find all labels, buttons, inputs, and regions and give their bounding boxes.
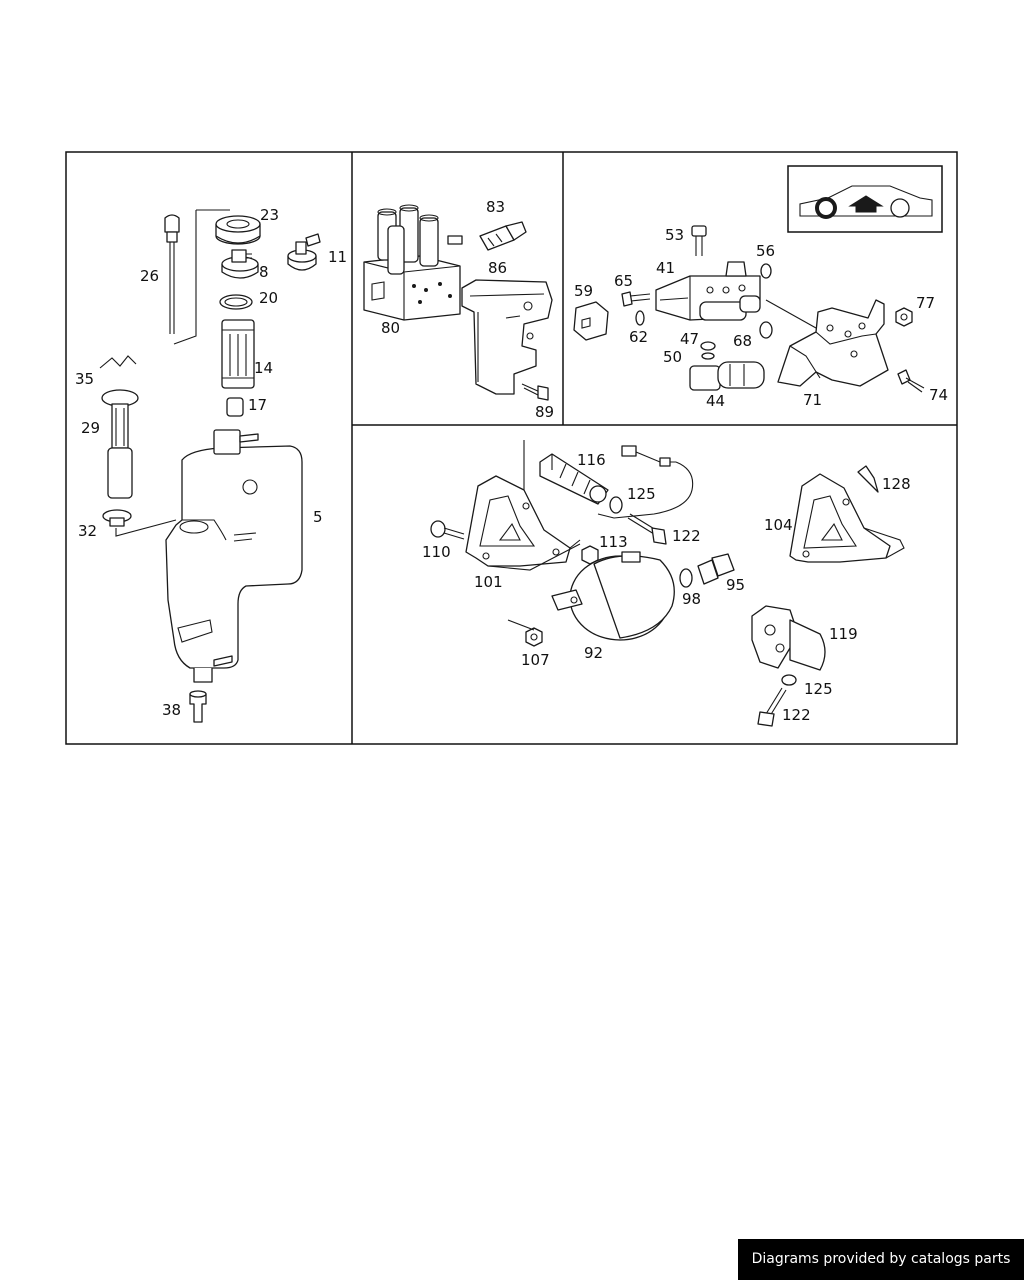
part-65-screw: [621, 291, 651, 307]
part-74-bolt: [897, 369, 925, 393]
part-38-fitting: [189, 690, 207, 723]
valve-block-panel: [363, 204, 553, 401]
callout-29: 29: [81, 419, 100, 437]
diagram-frame: [65, 151, 958, 745]
callout-119: 119: [829, 625, 858, 643]
part-77-nut: [895, 307, 913, 327]
callout-14: 14: [254, 359, 273, 377]
part-32-grommet: [102, 509, 132, 527]
callout-5: 5: [313, 508, 323, 526]
part-86-bracket: [461, 279, 553, 395]
part-41-valve-housing: [655, 261, 761, 321]
callout-116: 116: [577, 451, 606, 469]
part-107-nut: [507, 619, 543, 647]
part-23-cap: [215, 215, 261, 245]
callout-50: 50: [663, 348, 682, 366]
callout-98: 98: [682, 590, 701, 608]
callout-122-upper: 122: [672, 527, 701, 545]
accumulator-panel: [430, 440, 905, 727]
credit-banner: Diagrams provided by catalogs parts: [738, 1239, 1024, 1280]
part-44-solenoid: [689, 361, 765, 391]
part-101-bracket: [465, 475, 581, 571]
callout-74: 74: [929, 386, 948, 404]
part-20-oring: [219, 294, 253, 310]
callout-122-lower: 122: [782, 706, 811, 724]
callout-56: 56: [756, 242, 775, 260]
callout-17: 17: [248, 396, 267, 414]
callout-59: 59: [574, 282, 593, 300]
callout-20: 20: [259, 289, 278, 307]
callout-125-upper: 125: [627, 485, 656, 503]
part-35-clip: [99, 355, 137, 369]
callout-92: 92: [584, 644, 603, 662]
callout-95: 95: [726, 576, 745, 594]
callout-83: 83: [486, 198, 505, 216]
part-5-reservoir: [165, 429, 303, 683]
car-front-axle-icon: [787, 165, 943, 233]
callout-110: 110: [422, 543, 451, 561]
part-53-bolt: [691, 225, 707, 256]
callout-101: 101: [474, 573, 503, 591]
callout-65: 65: [614, 272, 633, 290]
part-89-bolt: [521, 383, 549, 401]
callout-35: 35: [75, 370, 94, 388]
callout-23: 23: [260, 206, 279, 224]
callout-11: 11: [328, 248, 347, 266]
part-17-spacer: [226, 397, 244, 417]
part-125-washer-lower: [781, 674, 797, 686]
callout-128: 128: [882, 475, 911, 493]
callout-86: 86: [488, 259, 507, 277]
callout-8: 8: [259, 263, 269, 281]
callout-107: 107: [521, 651, 550, 669]
part-128-clip: [857, 465, 879, 493]
part-122-bolt: [627, 513, 667, 545]
part-29-pump: [101, 389, 139, 499]
part-110-bolt: [430, 520, 465, 540]
part-68-ring: [759, 321, 773, 339]
part-80-valve-block: [363, 204, 463, 321]
callout-32: 32: [78, 522, 97, 540]
callout-53: 53: [665, 226, 684, 244]
part-50-ring: [701, 352, 715, 360]
part-116-sensor: [539, 453, 609, 505]
callout-62: 62: [629, 328, 648, 346]
part-14-filter: [221, 319, 255, 389]
part-95-fitting: [697, 553, 735, 585]
callout-38: 38: [162, 701, 181, 719]
reservoir-panel: [99, 209, 321, 723]
callout-44: 44: [706, 392, 725, 410]
callout-89: 89: [535, 403, 554, 421]
part-8-valve: [221, 249, 259, 279]
part-62-washer: [635, 310, 645, 326]
callout-47: 47: [680, 330, 699, 348]
callout-80: 80: [381, 319, 400, 337]
part-56-ring: [760, 263, 772, 279]
part-125-washer: [609, 496, 623, 514]
callout-104: 104: [764, 516, 793, 534]
part-92-accumulator: [551, 551, 675, 641]
part-59-connector: [573, 301, 609, 341]
part-71-bracket: [777, 299, 889, 387]
part-119-mount: [751, 605, 826, 671]
part-sensor-cable: [597, 445, 694, 519]
callouts: 23 26 8 11 20 14 17 35 29 5 32 38 83 86 …: [75, 198, 948, 724]
part-47-ring: [700, 341, 716, 351]
callout-125-lower: 125: [804, 680, 833, 698]
callout-41: 41: [656, 259, 675, 277]
part-122-bolt-lower: [757, 687, 787, 727]
callout-68: 68: [733, 332, 752, 350]
part-98-washer: [679, 568, 693, 588]
part-11-cap: [287, 233, 321, 271]
callout-77: 77: [916, 294, 935, 312]
callout-26: 26: [140, 267, 159, 285]
solenoid-panel: [573, 165, 943, 393]
part-104-bracket: [789, 473, 905, 563]
callout-71: 71: [803, 391, 822, 409]
part-26-dipstick: [164, 214, 180, 334]
callout-113: 113: [599, 533, 628, 551]
part-83-sensor: [479, 221, 527, 251]
